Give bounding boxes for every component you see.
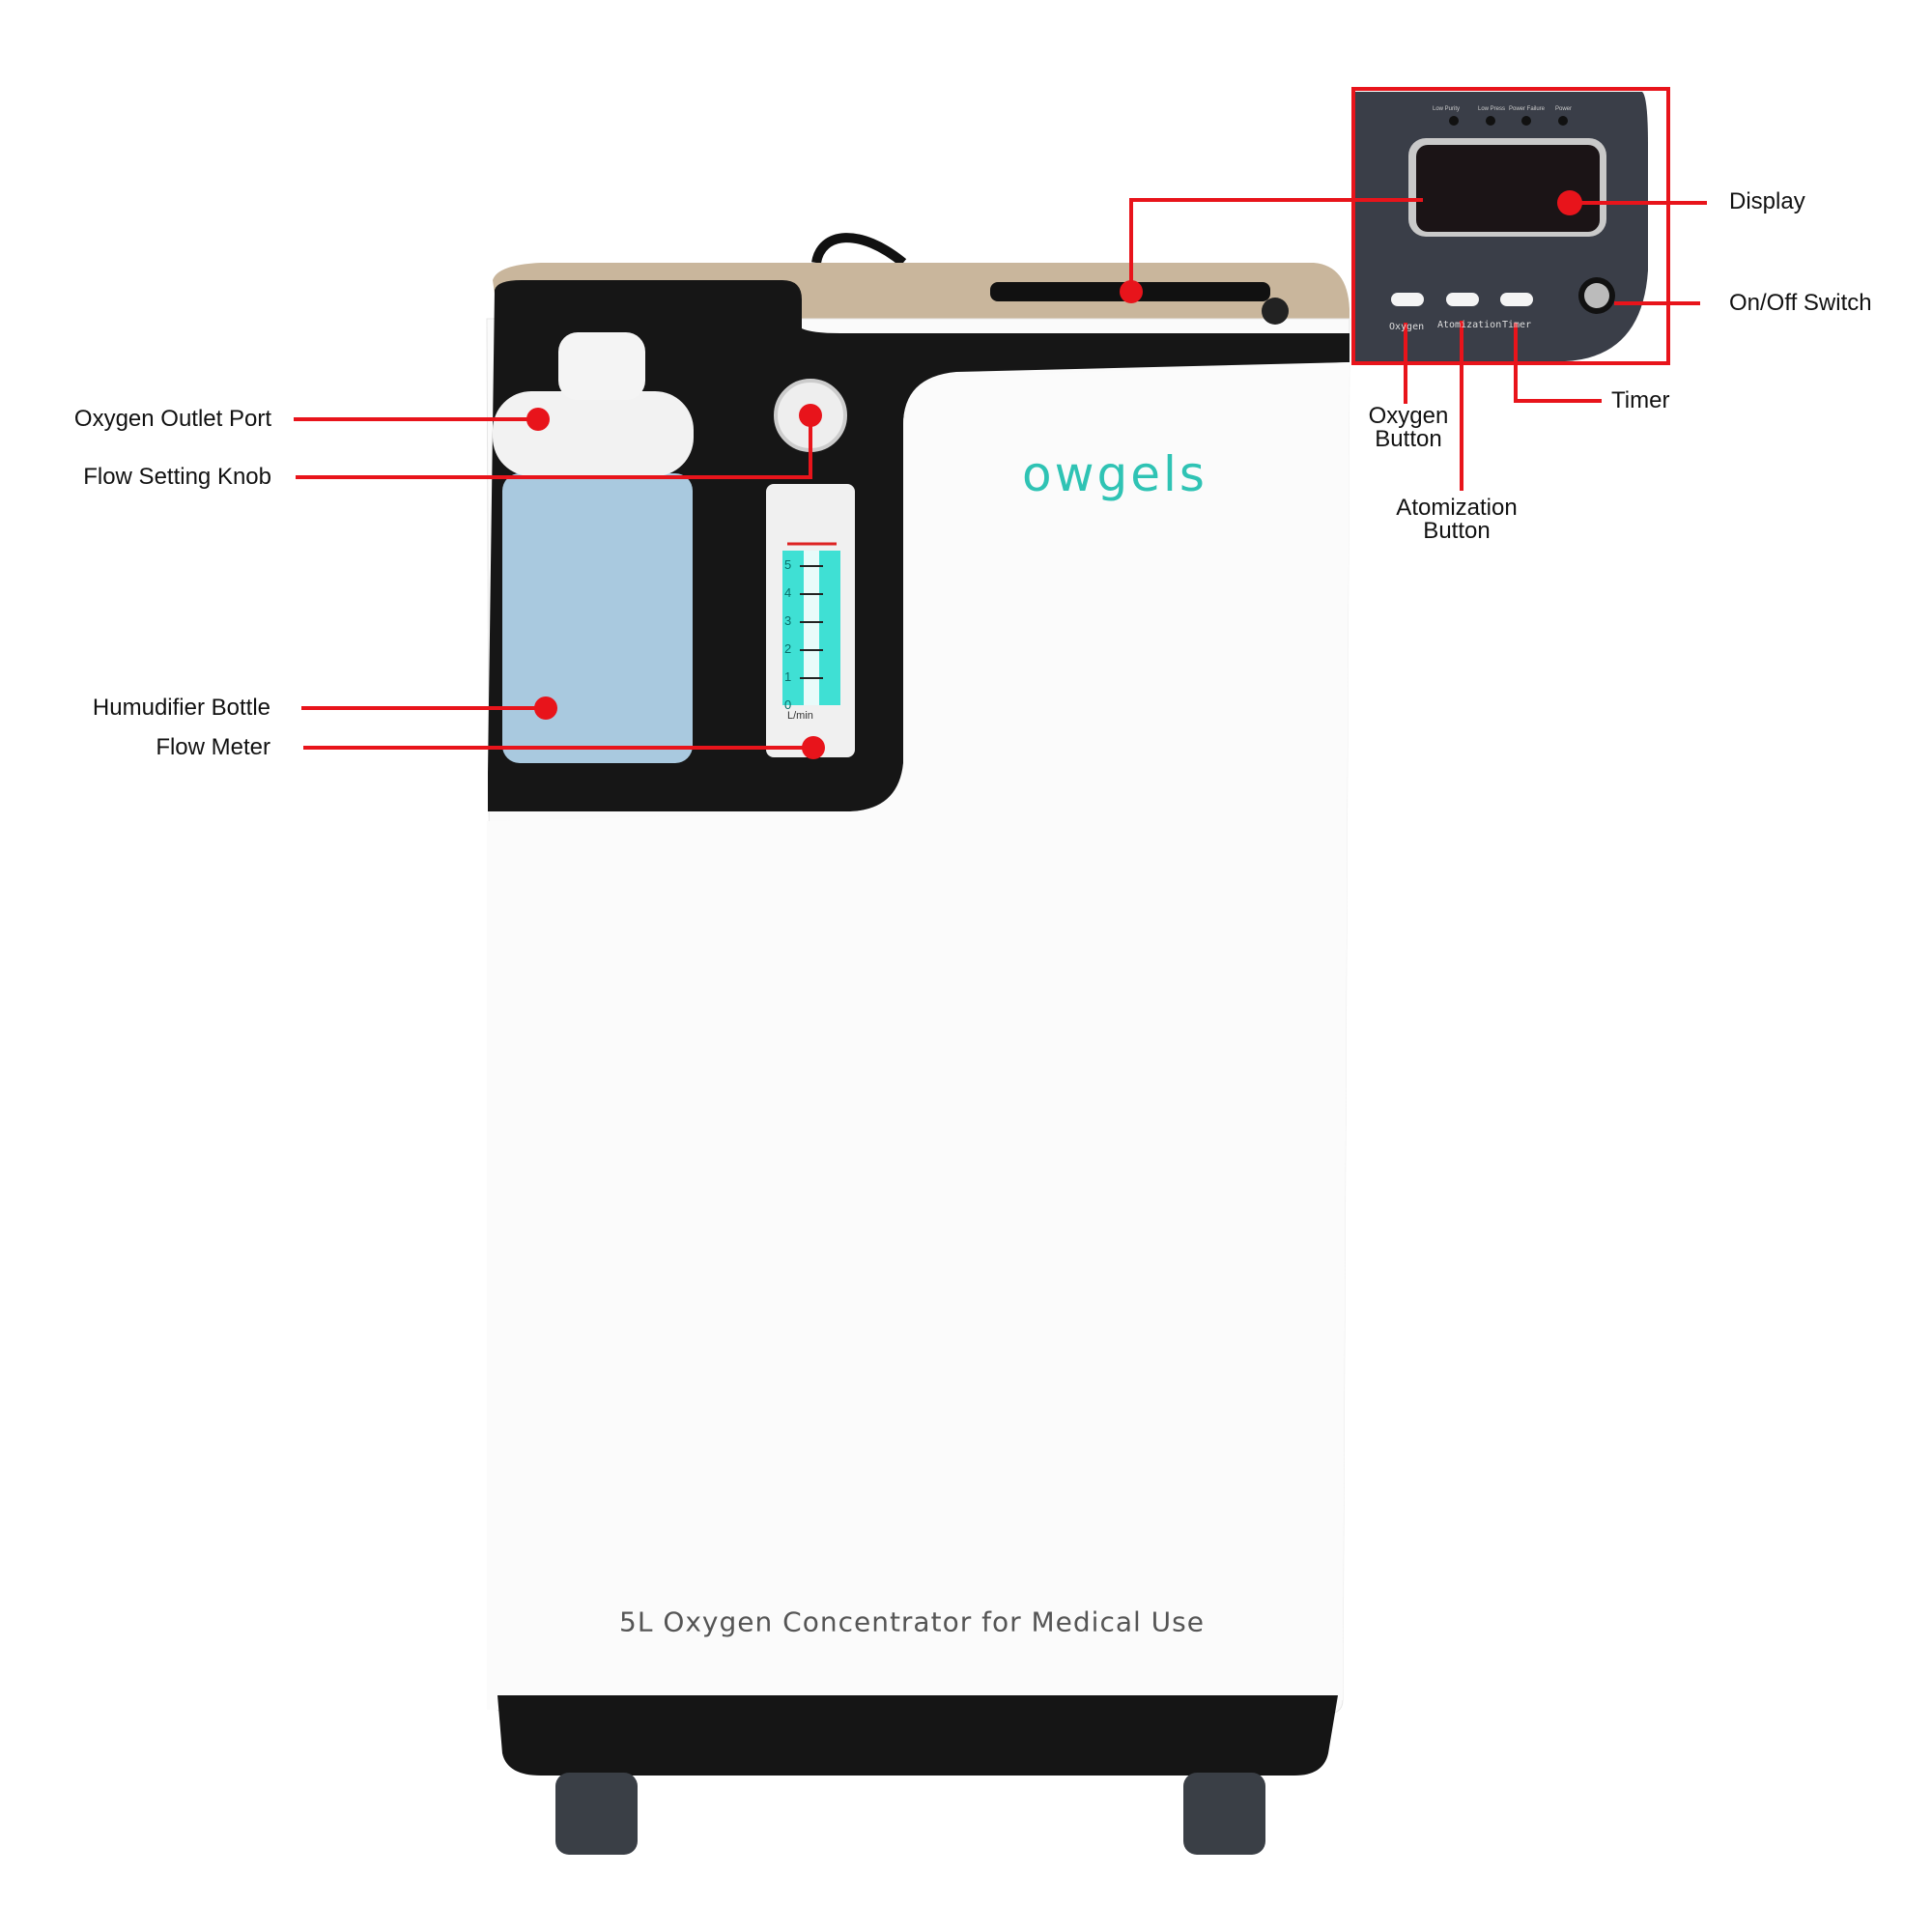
humidifier-bottle xyxy=(502,473,693,763)
top-switch xyxy=(1262,298,1289,325)
indicator-power: Power xyxy=(1555,106,1573,112)
callout-flow-setting-knob: Flow Setting Knob xyxy=(83,464,271,490)
front-recess xyxy=(488,280,1350,811)
callout-on-off-switch: On/Off Switch xyxy=(1729,290,1872,316)
scale-4: 4 xyxy=(784,585,792,600)
wheel-right xyxy=(1183,1773,1265,1855)
callout-atomization-button: Atomization Button xyxy=(1396,497,1517,543)
scale-1: 1 xyxy=(784,669,792,684)
atomization-button-line2: Button xyxy=(1423,518,1491,544)
product-tagline: 5L Oxygen Concentrator for Medical Use xyxy=(619,1605,1205,1638)
atomization-button-line1: Atomization xyxy=(1396,495,1518,521)
indicator-power-failure: Power Failure xyxy=(1509,106,1546,112)
callout-humidifier-bottle: Humudifier Bottle xyxy=(92,695,270,721)
scale-5: 5 xyxy=(784,557,792,572)
indicator-low-press: Low Press xyxy=(1478,106,1506,112)
panel-label-atomization: Atomization xyxy=(1437,320,1502,330)
scale-3: 3 xyxy=(784,613,792,628)
scale-0: 0 xyxy=(784,697,792,712)
outlet-port xyxy=(558,332,645,400)
callout-oxygen-outlet-port: Oxygen Outlet Port xyxy=(73,406,271,432)
panel-label-timer: Timer xyxy=(1502,320,1532,330)
bottle-cap xyxy=(493,391,694,476)
display-screen xyxy=(1416,145,1600,232)
callout-oxygen-button: Oxygen Button xyxy=(1369,405,1449,451)
callout-timer: Timer xyxy=(1611,387,1670,413)
indicator-low-purity: Low Purity xyxy=(1433,106,1461,112)
device-base xyxy=(497,1695,1338,1776)
flow-meter-unit: L/min xyxy=(787,710,813,722)
front-panel xyxy=(487,362,1350,1710)
wheel-left xyxy=(555,1773,638,1855)
flow-meter-scale: 0 1 2 3 4 5 xyxy=(784,553,840,712)
power-cable xyxy=(811,233,907,267)
brand-logo: owgels xyxy=(1022,446,1208,502)
oxygen-button-line1: Oxygen xyxy=(1368,403,1449,429)
callout-display: Display xyxy=(1729,188,1805,214)
callout-dots xyxy=(526,190,1582,759)
callout-lines xyxy=(294,87,1707,750)
panel-label-oxygen: Oxygen xyxy=(1389,322,1425,332)
scale-2: 2 xyxy=(784,641,792,656)
oxygen-button-line2: Button xyxy=(1375,426,1442,452)
callout-flow-meter: Flow Meter xyxy=(156,734,270,760)
